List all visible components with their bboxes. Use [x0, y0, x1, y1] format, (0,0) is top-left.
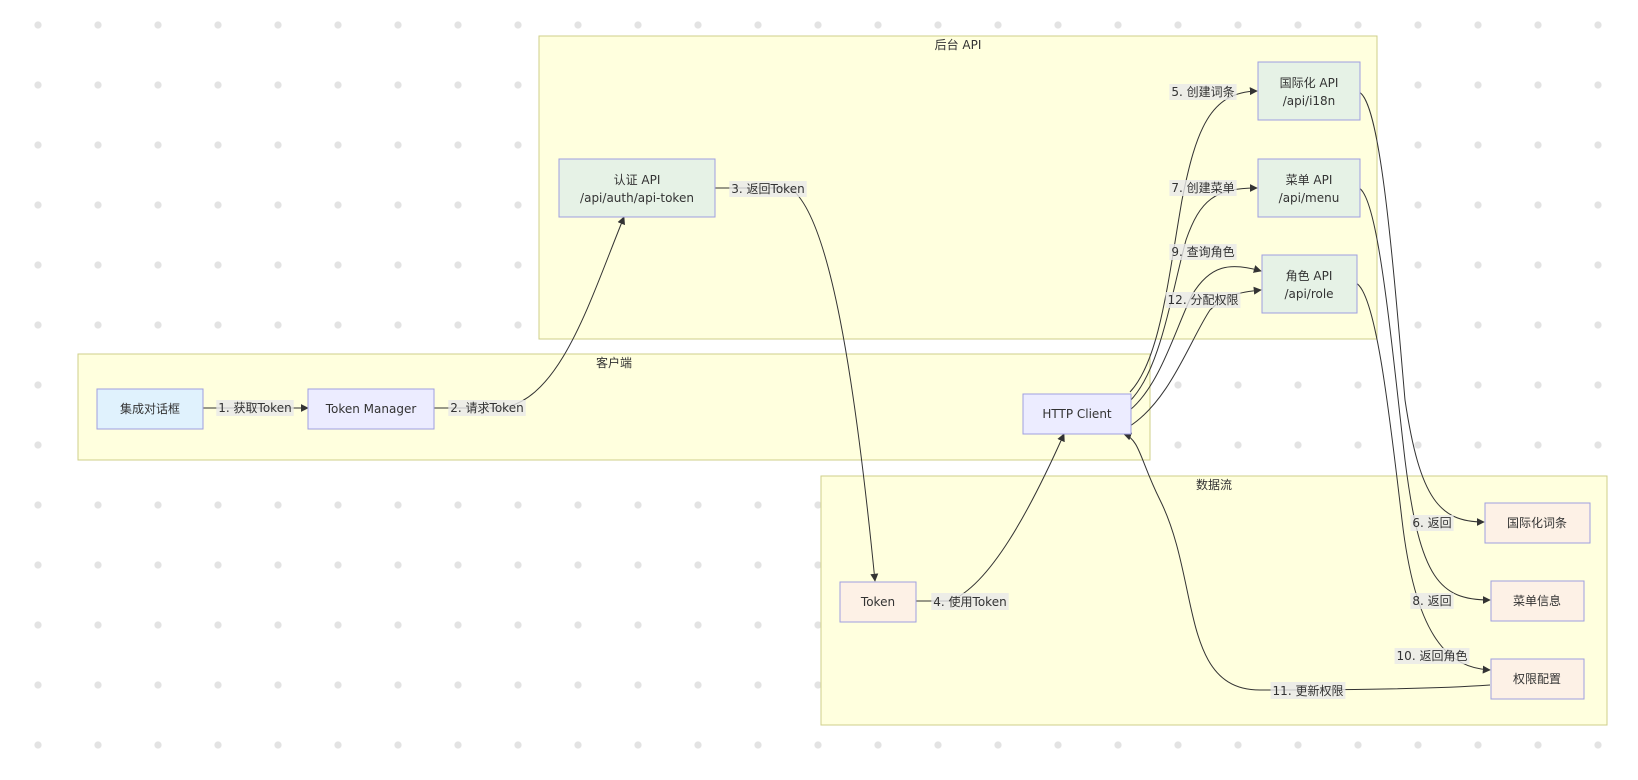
- edge-menu-api-to-menu-info: [1358, 187, 1491, 604]
- edge-label-6: 6. 返回: [1410, 515, 1454, 531]
- edge-permission-config-to-http-client: [1123, 432, 1491, 691]
- svg-text:9. 查询角色: 9. 查询角色: [1171, 245, 1234, 259]
- svg-text:11. 更新权限: 11. 更新权限: [1273, 683, 1344, 698]
- edge-label-1: 1. 获取Token: [216, 400, 294, 416]
- node-i18n-entry[interactable]: 国际化词条: [1484, 502, 1591, 544]
- svg-text:12. 分配权限: 12. 分配权限: [1168, 293, 1239, 307]
- cluster-title-dataflow: 数据流: [1196, 477, 1232, 492]
- svg-text:国际化词条: 国际化词条: [1507, 516, 1567, 530]
- edge-label-9: 9. 查询角色: [1169, 244, 1237, 260]
- node-permission-config[interactable]: 权限配置: [1490, 658, 1585, 700]
- edge-i18n-api-to-i18n-entry: [1358, 91, 1485, 526]
- node-menu-info[interactable]: 菜单信息: [1490, 580, 1585, 622]
- cluster-title-backend-api: 后台 API: [935, 37, 982, 52]
- node-auth-api[interactable]: 认证 API /api/auth/api-token: [558, 158, 716, 218]
- edge-label-4: 4. 使用Token: [931, 593, 1009, 610]
- node-i18n-api[interactable]: 国际化 API /api/i18n: [1257, 61, 1361, 121]
- node-http-client[interactable]: HTTP Client: [1022, 393, 1132, 435]
- svg-text:HTTP Client: HTTP Client: [1042, 407, 1112, 421]
- cluster-title-client: 客户端: [596, 355, 632, 370]
- svg-text:/api/auth/api-token: /api/auth/api-token: [580, 191, 694, 205]
- node-token[interactable]: Token: [839, 581, 917, 623]
- svg-text:Token Manager: Token Manager: [325, 402, 417, 416]
- svg-text:权限配置: 权限配置: [1513, 672, 1561, 686]
- svg-text:菜单信息: 菜单信息: [1513, 593, 1561, 608]
- edge-label-3: 3. 返回Token: [729, 181, 807, 197]
- svg-text:国际化 API: 国际化 API: [1280, 76, 1339, 90]
- svg-text:集成对话框: 集成对话框: [120, 401, 180, 416]
- node-menu-api[interactable]: 菜单 API /api/menu: [1257, 158, 1361, 218]
- edge-label-11: 11. 更新权限: [1270, 682, 1346, 699]
- svg-text:7. 创建菜单: 7. 创建菜单: [1171, 181, 1234, 195]
- node-role-api[interactable]: 角色 API /api/role: [1261, 254, 1358, 314]
- svg-text:认证 API: 认证 API: [614, 173, 661, 187]
- svg-text:/api/role: /api/role: [1284, 287, 1333, 301]
- edge-labels-layer: 1. 获取Token 2. 请求Token 3. 返回Token 4. 使用To…: [216, 84, 1470, 699]
- edge-label-8: 8. 返回: [1410, 593, 1454, 609]
- edge-label-10: 10. 返回角色: [1394, 648, 1470, 664]
- svg-text:/api/menu: /api/menu: [1279, 191, 1340, 205]
- node-integration-dialog[interactable]: 集成对话框: [96, 388, 204, 430]
- svg-text:菜单 API: 菜单 API: [1286, 173, 1333, 187]
- svg-text:8. 返回: 8. 返回: [1412, 594, 1451, 608]
- svg-text:1. 获取Token: 1. 获取Token: [218, 401, 291, 415]
- svg-text:4. 使用Token: 4. 使用Token: [933, 594, 1006, 609]
- svg-text:6. 返回: 6. 返回: [1412, 516, 1451, 530]
- edge-label-7: 7. 创建菜单: [1169, 180, 1237, 196]
- svg-text:2. 请求Token: 2. 请求Token: [450, 401, 523, 415]
- edge-label-5: 5. 创建词条: [1169, 84, 1237, 100]
- edge-label-2: 2. 请求Token: [448, 400, 526, 416]
- node-token-manager[interactable]: Token Manager: [307, 388, 435, 430]
- svg-text:3. 返回Token: 3. 返回Token: [731, 182, 804, 196]
- svg-text:Token: Token: [860, 595, 895, 609]
- edge-http-client-to-i18n-api: [1129, 87, 1258, 393]
- svg-text:角色 API: 角色 API: [1286, 269, 1333, 283]
- svg-text:10. 返回角色: 10. 返回角色: [1397, 649, 1468, 663]
- edge-auth-api-to-token: [714, 187, 879, 582]
- svg-text:/api/i18n: /api/i18n: [1283, 94, 1336, 108]
- edge-label-12: 12. 分配权限: [1165, 292, 1241, 308]
- svg-text:5. 创建词条: 5. 创建词条: [1171, 85, 1234, 99]
